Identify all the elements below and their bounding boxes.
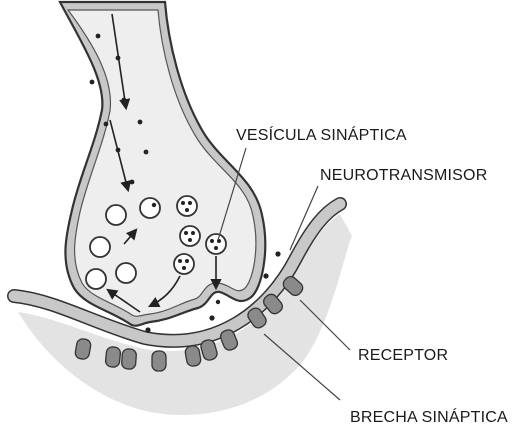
label-receptor: RECEPTOR <box>358 347 448 364</box>
label-cleft: BRECHA SINÁPTICA <box>350 407 508 426</box>
label-vesicle: VESÍCULA SINÁPTICA <box>236 125 407 144</box>
label-neurotransmitter: NEUROTRANSMISOR <box>320 167 487 184</box>
